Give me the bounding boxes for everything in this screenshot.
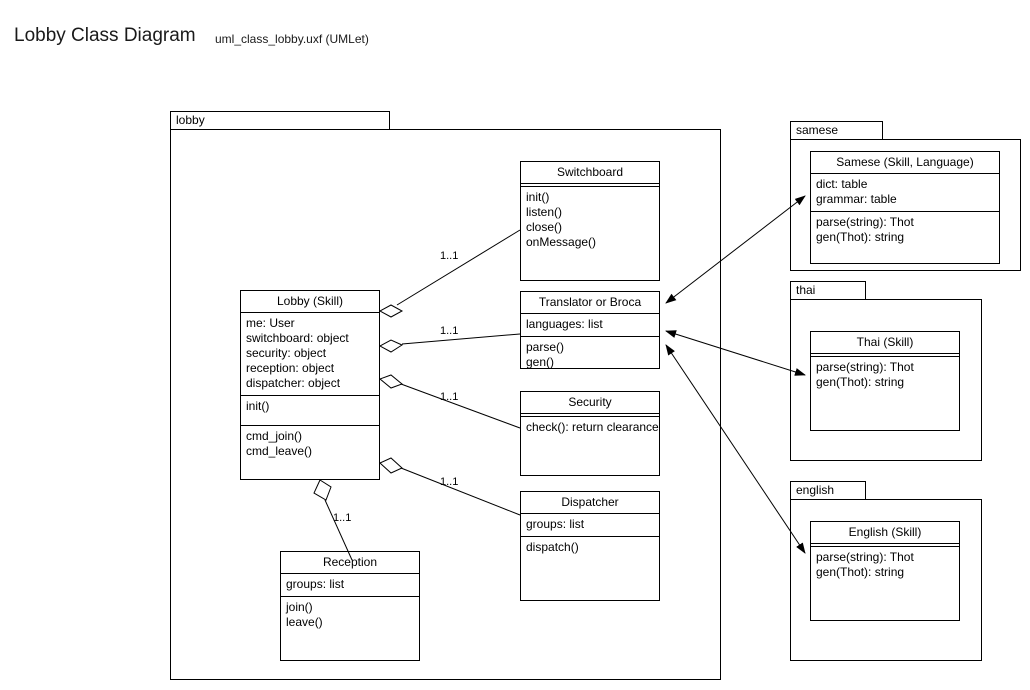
attr-grammar: grammar: table xyxy=(816,192,897,206)
attr-dispatcher: dispatcher: object xyxy=(246,376,341,390)
class-switchboard-attributes xyxy=(521,184,659,187)
class-dispatcher-operations: dispatch() xyxy=(521,537,659,559)
mult-switchboard: 1..1 xyxy=(440,250,459,262)
class-translator-attributes: languages: list xyxy=(521,314,659,337)
op-parse: parse() xyxy=(526,340,565,354)
class-translator-title: Translator or Broca xyxy=(521,292,659,314)
class-translator[interactable]: Translator or Broca languages: list pars… xyxy=(520,291,660,369)
op-onmessage: onMessage() xyxy=(526,235,597,249)
class-dispatcher-title: Dispatcher xyxy=(521,492,659,514)
class-security-attributes xyxy=(521,414,659,417)
class-reception[interactable]: Reception groups: list join() leave() xyxy=(280,551,420,661)
op-listen: listen() xyxy=(526,205,563,219)
op-cmd-leave: cmd_leave() xyxy=(246,444,313,458)
class-switchboard-operations: init() listen() close() onMessage() xyxy=(521,187,659,254)
mult-translator: 1..1 xyxy=(440,325,459,337)
package-thai-tab: thai xyxy=(790,281,866,300)
class-samese-title: Samese (Skill, Language) xyxy=(811,152,999,174)
attr-reception: reception: object xyxy=(246,361,335,375)
class-thai[interactable]: Thai (Skill) parse(string): Thot gen(Tho… xyxy=(810,331,960,431)
mult-dispatcher: 1..1 xyxy=(440,476,459,488)
page-title: Lobby Class Diagram xyxy=(14,25,196,46)
op-dispatch: dispatch() xyxy=(526,540,579,554)
class-reception-operations: join() leave() xyxy=(281,597,419,634)
op-gen: gen(Thot): string xyxy=(816,230,905,244)
class-security-title: Security xyxy=(521,392,659,414)
class-thai-operations: parse(string): Thot gen(Thot): string xyxy=(811,357,959,394)
op-gen: gen(Thot): string xyxy=(816,565,905,579)
class-english-attributes xyxy=(811,544,959,547)
class-reception-attributes: groups: list xyxy=(281,574,419,597)
op-close: close() xyxy=(526,220,563,234)
class-thai-title: Thai (Skill) xyxy=(811,332,959,354)
class-lobby-title: Lobby (Skill) xyxy=(241,291,379,313)
attr-security: security: object xyxy=(246,346,327,360)
class-switchboard-title: Switchboard xyxy=(521,162,659,184)
class-english[interactable]: English (Skill) parse(string): Thot gen(… xyxy=(810,521,960,621)
class-lobby[interactable]: Lobby (Skill) me: User switchboard: obje… xyxy=(240,290,380,480)
op-cmd-join: cmd_join() xyxy=(246,429,303,443)
class-reception-title: Reception xyxy=(281,552,419,574)
class-english-operations: parse(string): Thot gen(Thot): string xyxy=(811,547,959,584)
class-samese-attributes: dict: table grammar: table xyxy=(811,174,999,212)
attr-me: me: User xyxy=(246,316,295,330)
op-join: join() xyxy=(286,600,313,614)
attr-dict: dict: table xyxy=(816,177,868,191)
mult-security: 1..1 xyxy=(440,391,459,403)
op-parse: parse(string): Thot xyxy=(816,360,914,374)
mult-reception: 1..1 xyxy=(333,512,352,524)
attr-groups: groups: list xyxy=(286,577,345,591)
op-gen: gen() xyxy=(526,355,555,369)
class-english-title: English (Skill) xyxy=(811,522,959,544)
package-lobby-tab: lobby xyxy=(170,111,390,130)
op-leave: leave() xyxy=(286,615,323,629)
op-parse: parse(string): Thot xyxy=(816,215,914,229)
page-subtitle: uml_class_lobby.uxf (UMLet) xyxy=(215,32,369,46)
class-translator-operations: parse() gen() xyxy=(521,337,659,374)
class-dispatcher[interactable]: Dispatcher groups: list dispatch() xyxy=(520,491,660,601)
class-lobby-attributes: me: User switchboard: object security: o… xyxy=(241,313,379,396)
op-init: init() xyxy=(526,190,550,204)
class-dispatcher-attributes: groups: list xyxy=(521,514,659,537)
package-samese-tab: samese xyxy=(790,121,883,140)
attr-languages: languages: list xyxy=(526,317,603,331)
class-samese[interactable]: Samese (Skill, Language) dict: table gra… xyxy=(810,151,1000,264)
op-parse: parse(string): Thot xyxy=(816,550,914,564)
class-switchboard[interactable]: Switchboard init() listen() close() onMe… xyxy=(520,161,660,281)
class-lobby-operations-1: init() xyxy=(241,396,379,426)
class-security-operations: check(): return clearance xyxy=(521,417,659,439)
op-init: init() xyxy=(246,399,270,413)
class-lobby-operations-2: cmd_join() cmd_leave() xyxy=(241,426,379,463)
package-english-tab: english xyxy=(790,481,866,500)
class-samese-operations: parse(string): Thot gen(Thot): string xyxy=(811,212,999,249)
attr-groups: groups: list xyxy=(526,517,585,531)
op-check: check(): return clearance xyxy=(526,420,659,434)
op-gen: gen(Thot): string xyxy=(816,375,905,389)
class-security[interactable]: Security check(): return clearance xyxy=(520,391,660,476)
class-thai-attributes xyxy=(811,354,959,357)
attr-switchboard: switchboard: object xyxy=(246,331,349,345)
